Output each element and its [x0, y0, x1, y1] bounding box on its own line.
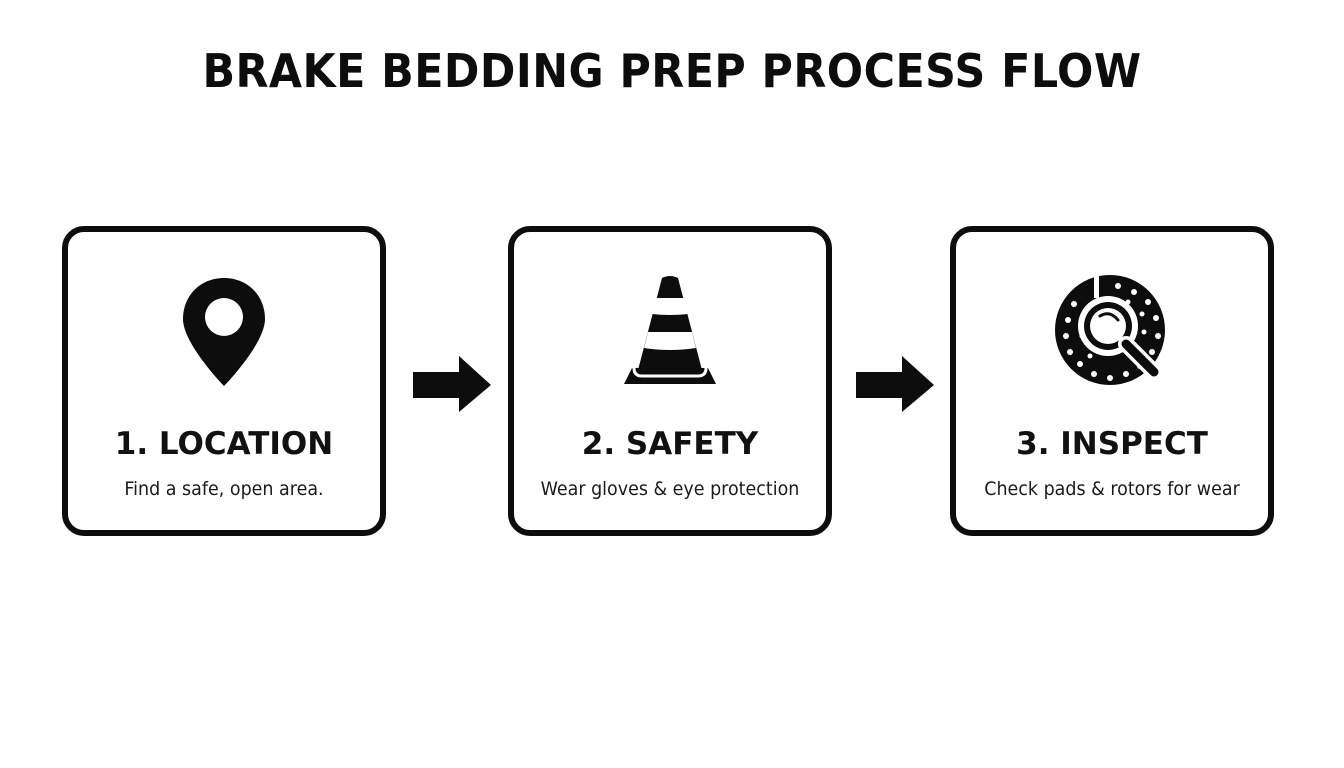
step-title: 2. SAFETY [581, 426, 759, 462]
map-pin-icon [164, 272, 284, 392]
arrow-right-icon [856, 356, 936, 414]
arrow-right-icon [413, 356, 493, 414]
step-description: Find a safe, open area. [124, 478, 324, 500]
step-card-inspect: 3. INSPECT Check pads & rotors for wear [950, 226, 1274, 536]
traffic-cone-icon [610, 272, 730, 392]
step-title: 1. LOCATION [114, 426, 334, 462]
step-card-safety: 2. SAFETY Wear gloves & eye protection [508, 226, 832, 536]
step-card-location: 1. LOCATION Find a safe, open area. [62, 226, 386, 536]
step-description: Check pads & rotors for wear [984, 478, 1240, 500]
page-title: BRAKE BEDDING PREP PROCESS FLOW [202, 44, 1142, 98]
brake-rotor-magnifier-icon [1052, 272, 1172, 392]
step-title: 3. INSPECT [1016, 426, 1208, 462]
step-description: Wear gloves & eye protection [540, 478, 800, 500]
